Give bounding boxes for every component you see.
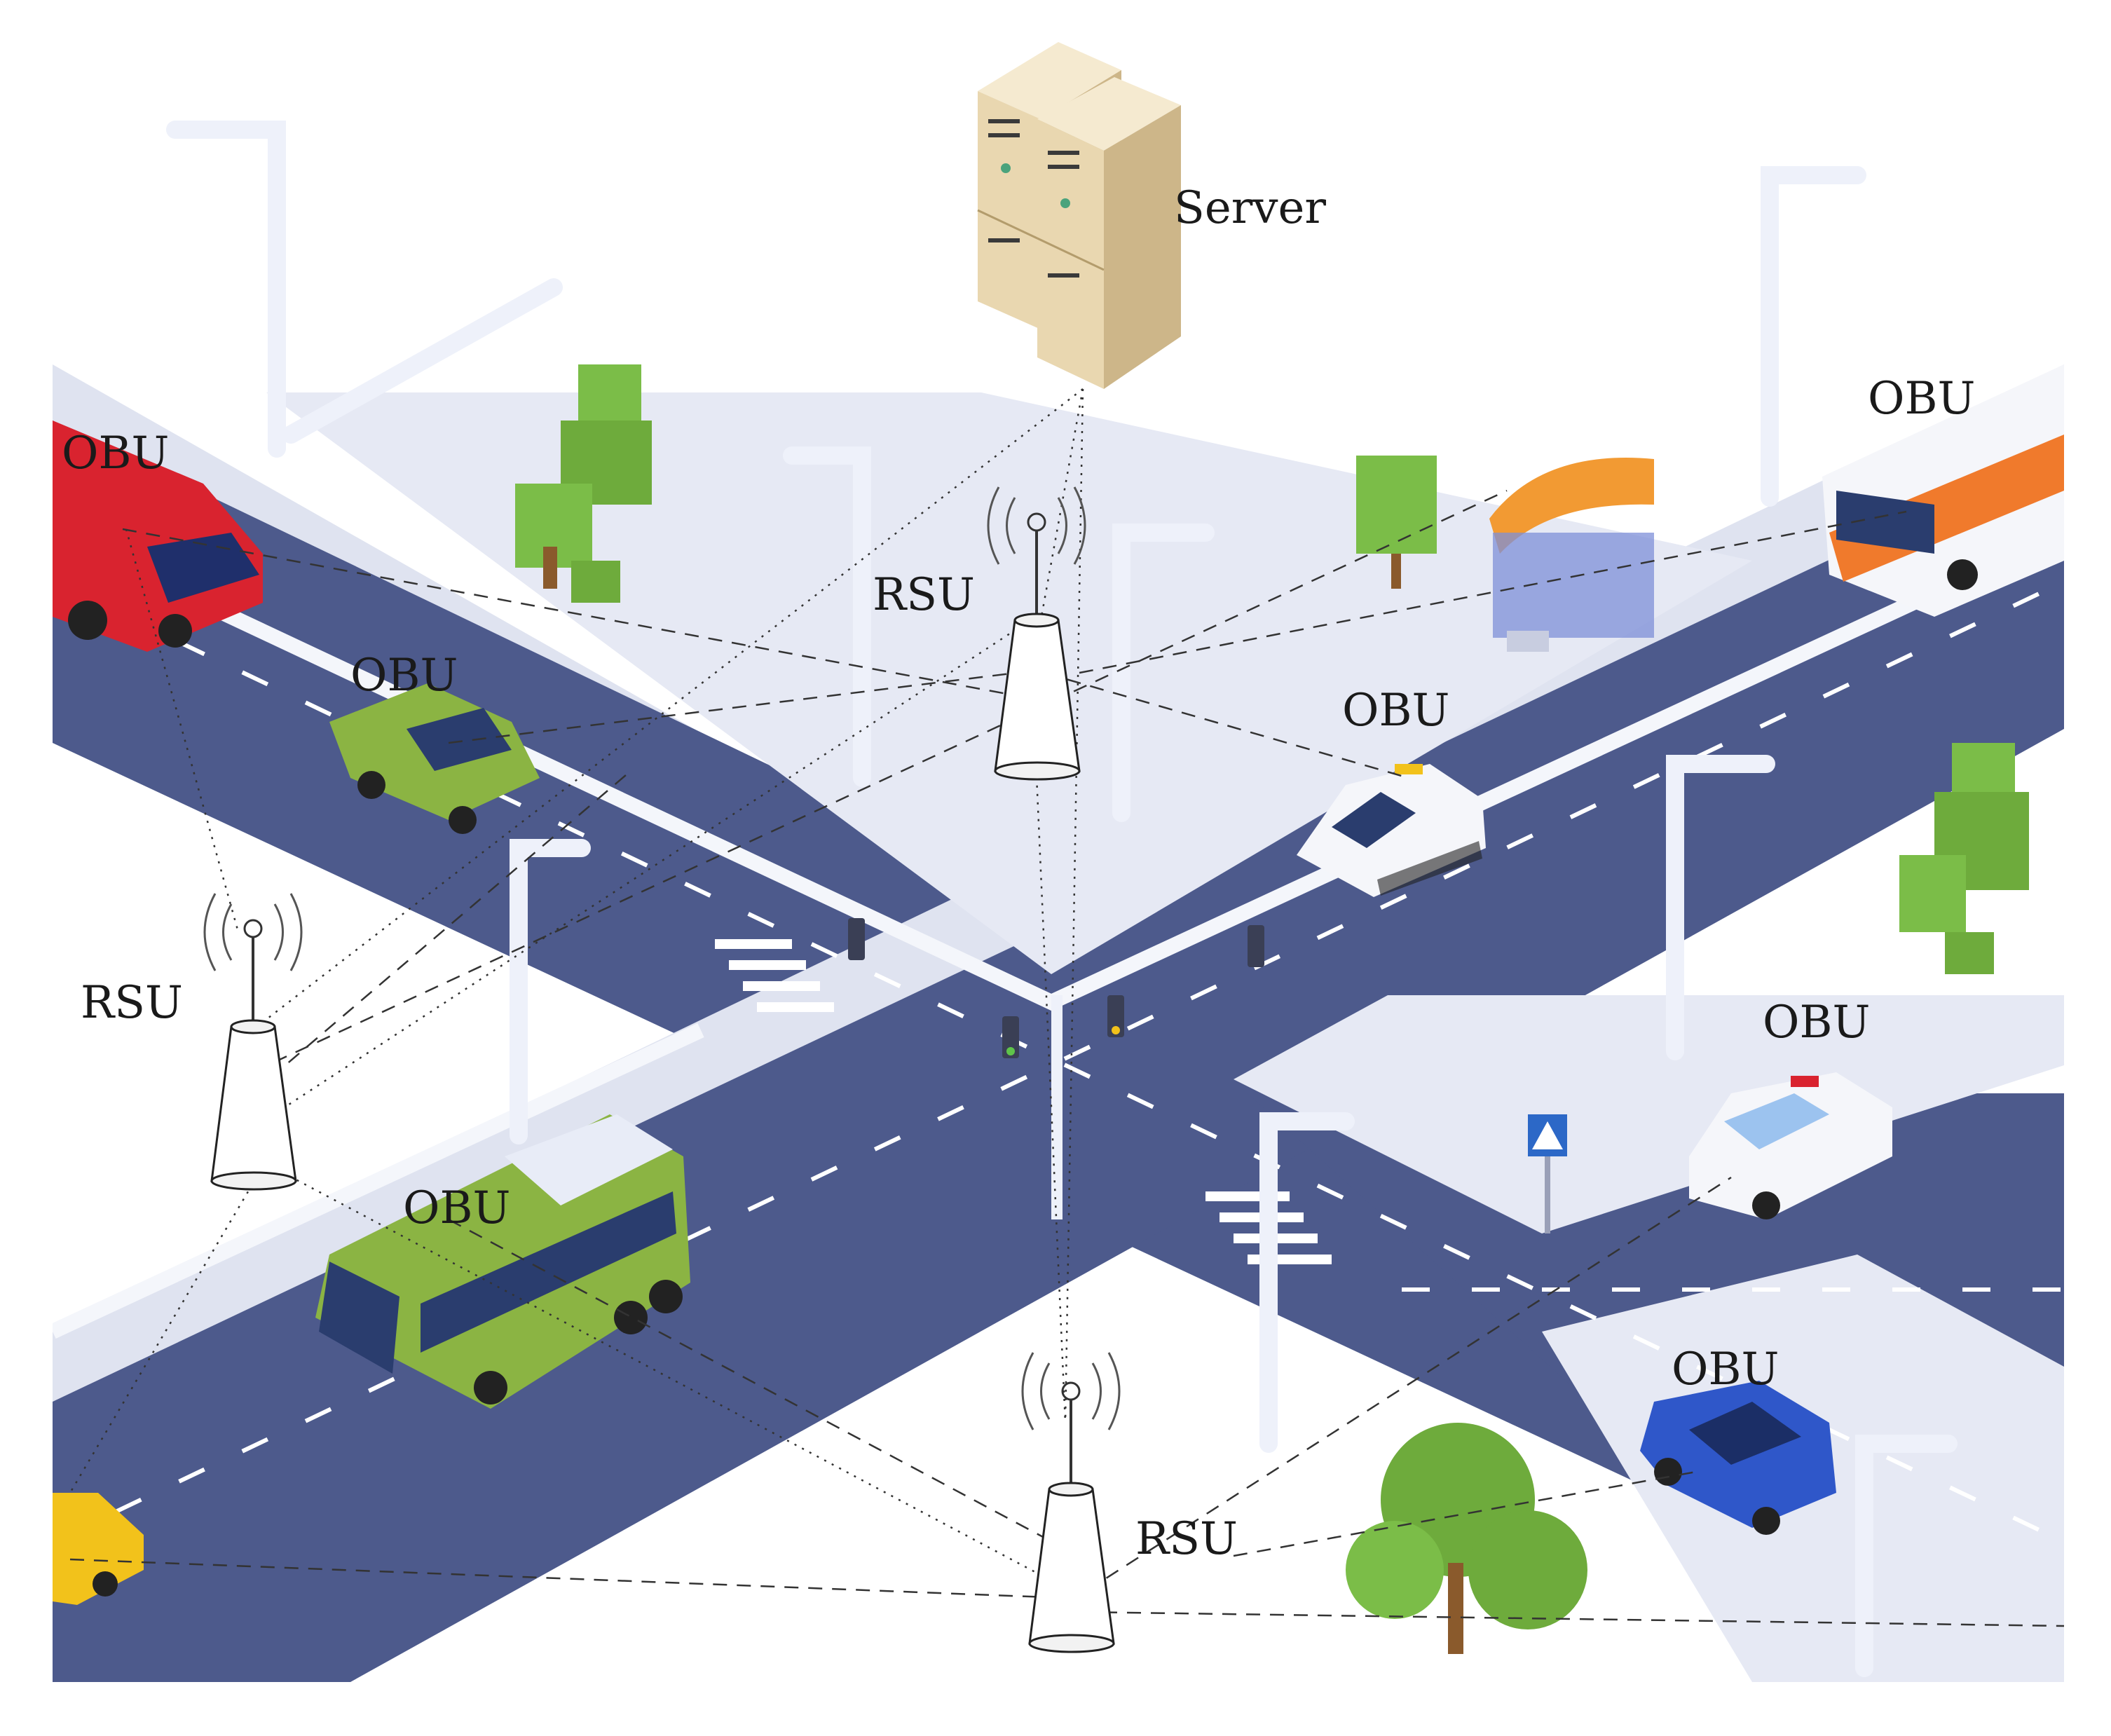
obu-police-car-label: OBU (1763, 997, 1870, 1048)
rsu-bottom-label: RSU (1135, 1513, 1238, 1565)
lamp-1 (166, 121, 286, 458)
blue-car (1640, 1381, 1836, 1535)
wireless-signal-icon (987, 486, 1086, 565)
wireless-signal-icon (203, 893, 303, 971)
communication-links (69, 388, 2065, 1627)
lamp-4 (1112, 524, 1215, 822)
rsu-left-label: RSU (81, 977, 183, 1029)
orange-white-bus (1822, 364, 2064, 617)
bus-stop-shelter (1489, 458, 1654, 652)
lamp-6 (510, 839, 591, 1144)
green-car (329, 683, 540, 834)
taxi (53, 1493, 144, 1605)
pedestrian-crossing-sign (1528, 1114, 1567, 1233)
traffic-lights (848, 918, 1264, 1219)
lamp-8 (1259, 1112, 1355, 1453)
white-patrol-car (1297, 764, 1486, 897)
server-rack (977, 42, 1181, 389)
tree-cube-top-left (515, 364, 652, 603)
green-bus (315, 1114, 690, 1409)
lamp-9 (1855, 1435, 1958, 1677)
sidewalk-block-right (1234, 995, 2064, 1233)
obu-fire-truck-label: OBU (62, 428, 169, 479)
obu-bus-right-label: OBU (1868, 373, 1975, 425)
vehicles (53, 364, 2064, 1605)
police-car (1689, 1072, 1892, 1219)
obu-green-bus-label: OBU (403, 1182, 510, 1234)
rsu-left (203, 893, 303, 1191)
trees (515, 364, 2029, 1654)
street-lamps (166, 121, 1958, 1677)
lamp-5 (1761, 166, 1866, 507)
obu-blue-car-label: OBU (1672, 1344, 1779, 1395)
obu-green-car-label: OBU (350, 650, 458, 702)
crosswalk-top (715, 939, 834, 1012)
tree-cube-top-right (1356, 456, 1437, 589)
server-label: Server (1174, 182, 1326, 234)
lamp-2 (282, 278, 563, 444)
tree-round-bottom (1346, 1423, 1587, 1654)
rsu-bottom (1021, 1352, 1121, 1653)
tree-cube-right (1899, 743, 2029, 974)
wireless-signal-icon (1021, 1352, 1121, 1430)
lamp-7 (1666, 755, 1775, 1060)
lamp-3 (783, 446, 871, 787)
rsu-top (987, 486, 1086, 781)
labels: Server RSU RSU RSU OBU OBU OBU OBU OBU O… (62, 182, 1975, 1565)
obu-white-car-label: OBU (1342, 685, 1449, 737)
rsu-top-label: RSU (873, 569, 975, 621)
